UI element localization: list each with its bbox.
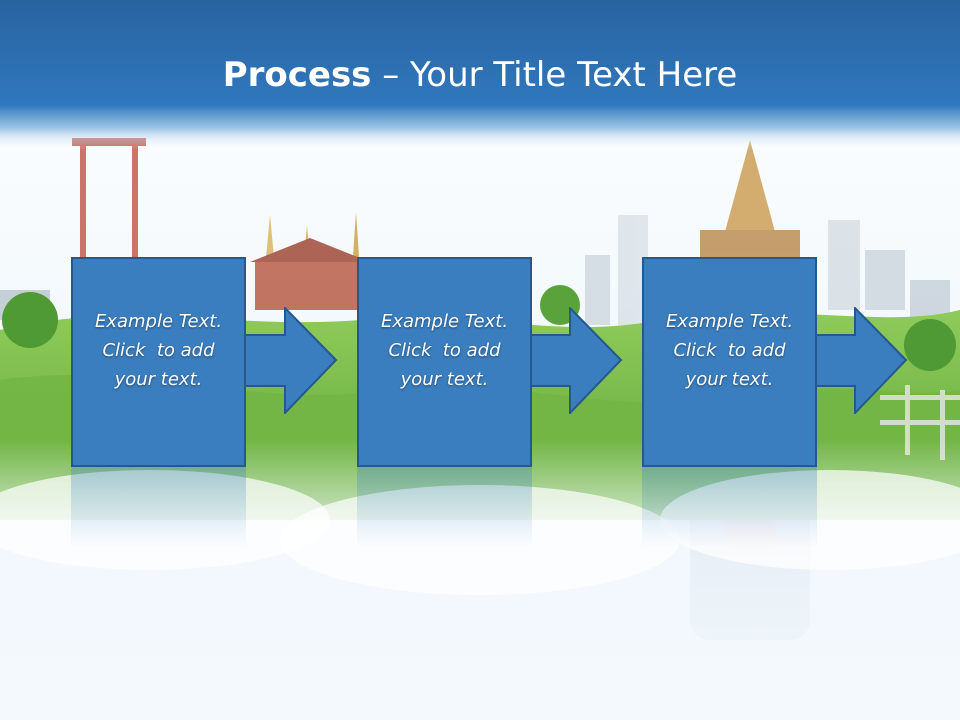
- step-1-line-1: Example Text.: [94, 311, 223, 332]
- process-step-2[interactable]: Example Text. Click to add your text.: [357, 257, 532, 547]
- step-3-line-1: Example Text.: [665, 311, 794, 332]
- step-3-line-3: your text.: [685, 369, 774, 390]
- step-box-3: [642, 257, 817, 467]
- step-2-line-2: Click to add: [388, 340, 501, 361]
- step-box-2: [357, 257, 532, 467]
- step-text-3: Example Text. Click to add your text.: [642, 307, 817, 394]
- title-bar: [0, 0, 960, 150]
- step-text-1: Example Text. Click to add your text.: [71, 307, 246, 394]
- city-skyline-illustration: [585, 215, 950, 325]
- slide-title[interactable]: Process – Your Title Text Here: [0, 52, 960, 98]
- step-2-line-1: Example Text.: [380, 311, 509, 332]
- step-3-line-2: Click to add: [673, 340, 786, 361]
- process-arrow-3[interactable]: [813, 307, 908, 414]
- step-1-line-3: your text.: [114, 369, 203, 390]
- step-box-1: [71, 257, 246, 467]
- temple-spire-illustration: [700, 140, 800, 260]
- fence-illustration: [880, 385, 960, 460]
- step-text-2: Example Text. Click to add your text.: [357, 307, 532, 394]
- slide-title-rest: – Your Title Text Here: [371, 55, 738, 95]
- process-step-1[interactable]: Example Text. Click to add your text.: [71, 257, 246, 547]
- step-2-line-3: your text.: [400, 369, 489, 390]
- process-arrow-1[interactable]: [243, 307, 338, 414]
- step-1-line-2: Click to add: [102, 340, 215, 361]
- process-step-3[interactable]: Example Text. Click to add your text.: [642, 257, 817, 547]
- slide-title-bold: Process: [222, 55, 372, 95]
- process-arrow-2[interactable]: [528, 307, 623, 414]
